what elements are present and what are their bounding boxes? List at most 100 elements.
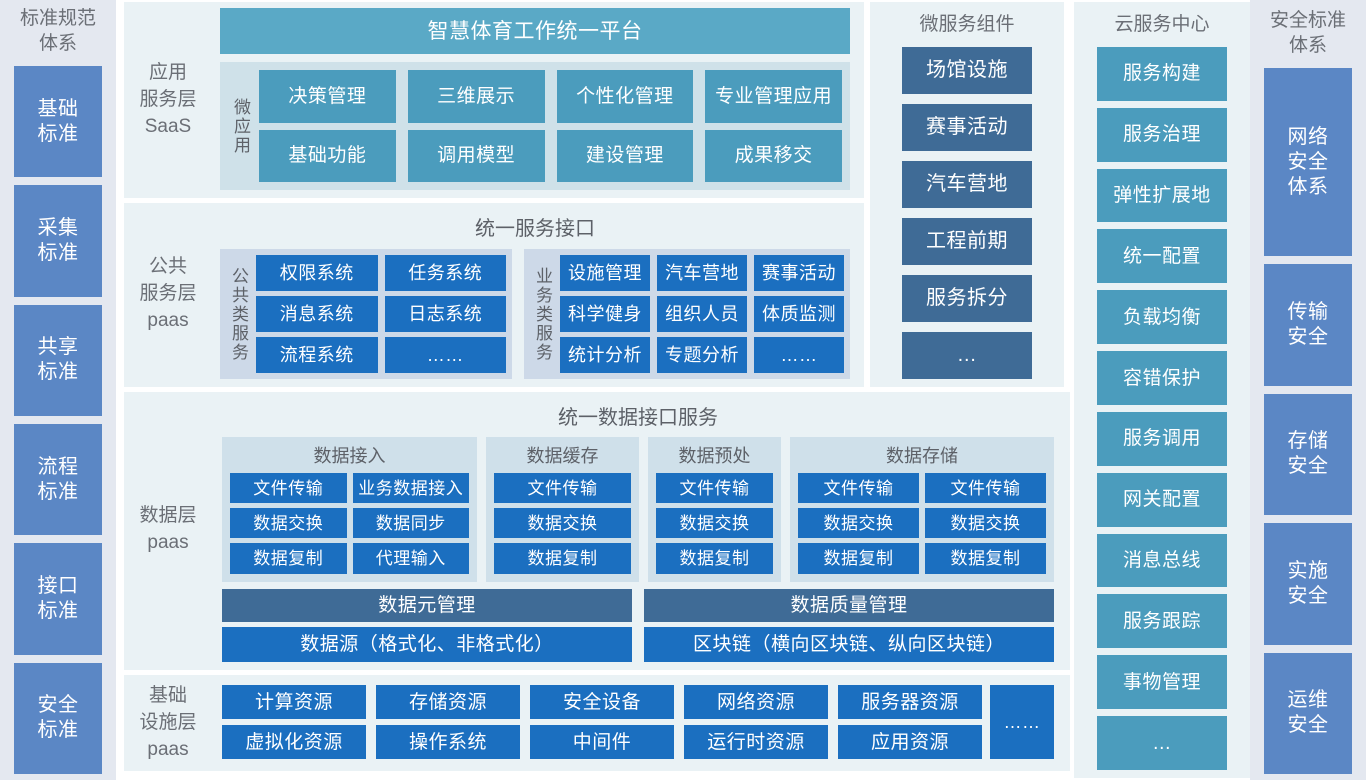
app-tile-personalized-management[interactable]: 个性化管理: [556, 70, 694, 123]
access-tile-data-sync[interactable]: 数据同步: [352, 508, 469, 539]
microservice-item-more[interactable]: …: [902, 332, 1032, 379]
storage-tile-file-transfer-1[interactable]: 文件传输: [798, 473, 919, 504]
app-tile-model-invocation[interactable]: 调用模型: [407, 129, 545, 182]
cloud-service-column: 云服务中心 服务构建 服务治理 弹性扩展地 统一配置 负载均衡 容错保护 服务调…: [1074, 2, 1250, 778]
cloud-item-service-tracing[interactable]: 服务跟踪: [1097, 594, 1227, 649]
cloud-item-unified-configuration[interactable]: 统一配置: [1097, 229, 1227, 284]
blockchain-box[interactable]: 区块链（横向区块链、纵向区块链）: [644, 626, 1054, 662]
security-item-implementation-security[interactable]: 实施 安全: [1264, 523, 1352, 645]
access-tile-data-replication[interactable]: 数据复制: [230, 543, 347, 574]
svc-tile-log-system[interactable]: 日志系统: [384, 296, 506, 332]
cloud-service-column-title: 云服务中心: [1114, 14, 1210, 35]
cloud-item-service-build[interactable]: 服务构建: [1097, 47, 1227, 101]
infra-tile-middleware[interactable]: 中间件: [530, 725, 674, 759]
microservice-item-event-activity[interactable]: 赛事活动: [902, 104, 1032, 151]
app-tile-construction-management[interactable]: 建设管理: [556, 129, 694, 182]
microservice-item-service-split[interactable]: 服务拆分: [902, 275, 1032, 322]
svc-tile-permission-system[interactable]: 权限系统: [256, 255, 378, 291]
microservice-item-project-preliminary[interactable]: 工程前期: [902, 218, 1032, 265]
access-tile-file-transfer[interactable]: 文件传输: [230, 473, 347, 504]
storage-tile-data-exchange-1[interactable]: 数据交换: [798, 508, 919, 539]
cloud-item-service-invocation[interactable]: 服务调用: [1097, 411, 1227, 466]
microservice-item-venue-facility[interactable]: 场馆设施: [902, 47, 1032, 94]
storage-tile-data-replication-2[interactable]: 数据复制: [925, 543, 1046, 574]
business-service-group-label: 业务类服务: [533, 266, 552, 362]
infra-tile-runtime-resource[interactable]: 运行时资源: [684, 725, 828, 759]
access-tile-data-exchange[interactable]: 数据交换: [230, 508, 347, 539]
svc-tile-facility-management[interactable]: 设施管理: [560, 255, 650, 291]
micro-application-group-label: 微应用: [231, 97, 250, 155]
standards-item-collection[interactable]: 采集 标准: [14, 185, 102, 297]
standards-column-title: 标准规范 体系: [19, 8, 96, 54]
standards-item-process[interactable]: 流程 标准: [14, 423, 102, 536]
cloud-item-message-bus[interactable]: 消息总线: [1097, 533, 1227, 588]
security-item-storage-security[interactable]: 存储 安全: [1264, 393, 1352, 516]
svc-tile-event-activity[interactable]: 赛事活动: [754, 255, 844, 291]
app-tile-result-handover[interactable]: 成果移交: [705, 129, 842, 182]
standards-column: 标准规范 体系 基础 标准 采集 标准 共享 标准 流程 标准 接口 标准 安全…: [0, 0, 116, 780]
cloud-item-fault-tolerance[interactable]: 容错保护: [1097, 351, 1227, 405]
infra-tile-compute-resource[interactable]: 计算资源: [222, 685, 366, 719]
business-service-group: 业务类服务 设施管理 汽车营地 赛事活动 科学健身 组织人员 体质监测 统计分析: [524, 249, 850, 379]
cloud-item-load-balancing[interactable]: 负载均衡: [1097, 290, 1227, 345]
security-item-transmission-security[interactable]: 传输 安全: [1264, 264, 1352, 386]
data-layer-label: 数据层 paas: [139, 505, 197, 553]
upper-region: 应用 服务层 SaaS 智慧体育工作统一平台 微应用 决策管理 三维展示 个性化…: [124, 2, 1070, 387]
app-tile-professional-management[interactable]: 专业管理应用: [705, 70, 842, 123]
app-tile-basic-function[interactable]: 基础功能: [259, 129, 396, 182]
standards-item-sharing[interactable]: 共享 标准: [14, 304, 102, 416]
storage-tile-data-exchange-2[interactable]: 数据交换: [925, 508, 1046, 539]
infra-tile-operating-system[interactable]: 操作系统: [376, 725, 520, 759]
cache-tile-data-exchange[interactable]: 数据交换: [494, 508, 631, 539]
svc-tile-thematic-analysis[interactable]: 专题分析: [657, 337, 747, 373]
svc-tile-process-system[interactable]: 流程系统: [256, 337, 378, 373]
data-group-access-title: 数据接入: [313, 446, 386, 466]
data-quality-management[interactable]: 数据质量管理: [644, 588, 1054, 622]
access-tile-business-data-access[interactable]: 业务数据接入: [352, 473, 469, 504]
svc-tile-rv-campsite[interactable]: 汽车营地: [657, 255, 747, 291]
infrastructure-layer-label: 基础 设施层 paas: [139, 684, 197, 760]
infra-tile-more[interactable]: ……: [990, 685, 1054, 759]
preprocess-tile-file-transfer[interactable]: 文件传输: [656, 473, 773, 504]
standards-item-basic[interactable]: 基础 标准: [14, 66, 102, 178]
security-item-network-security-system[interactable]: 网络 安全 体系: [1264, 68, 1352, 257]
upper-left-stack: 应用 服务层 SaaS 智慧体育工作统一平台 微应用 决策管理 三维展示 个性化…: [124, 2, 864, 387]
access-tile-proxy-input[interactable]: 代理输入: [352, 543, 469, 574]
svc-tile-more-business[interactable]: ……: [754, 337, 844, 373]
cloud-item-gateway-configuration[interactable]: 网关配置: [1097, 472, 1227, 527]
preprocess-tile-data-exchange[interactable]: 数据交换: [656, 508, 773, 539]
cache-tile-data-replication[interactable]: 数据复制: [494, 543, 631, 574]
cloud-item-transaction-management[interactable]: 事物管理: [1097, 655, 1227, 710]
infra-tile-storage-resource[interactable]: 存储资源: [376, 685, 520, 719]
unified-platform-banner[interactable]: 智慧体育工作统一平台: [220, 8, 850, 54]
infra-tile-security-device[interactable]: 安全设备: [530, 685, 674, 719]
storage-tile-file-transfer-2[interactable]: 文件传输: [925, 473, 1046, 504]
svc-tile-statistical-analysis[interactable]: 统计分析: [560, 337, 650, 373]
infra-tile-server-resource[interactable]: 服务器资源: [838, 685, 982, 719]
storage-tile-data-replication-1[interactable]: 数据复制: [798, 543, 919, 574]
cloud-item-more[interactable]: …: [1097, 716, 1227, 770]
security-item-operations-security[interactable]: 运维 安全: [1264, 652, 1352, 774]
infra-tile-application-resource[interactable]: 应用资源: [838, 725, 982, 759]
cloud-item-service-governance[interactable]: 服务治理: [1097, 107, 1227, 162]
app-tile-decision-management[interactable]: 决策管理: [259, 70, 396, 123]
infra-tile-virtualization-resource[interactable]: 虚拟化资源: [222, 725, 366, 759]
data-metadata-management[interactable]: 数据元管理: [222, 588, 632, 622]
data-source-box[interactable]: 数据源（格式化、非格式化）: [222, 626, 632, 662]
cloud-item-elastic-scaling[interactable]: 弹性扩展地: [1097, 168, 1227, 223]
app-tile-3d-display[interactable]: 三维展示: [407, 70, 545, 123]
standards-item-interface[interactable]: 接口 标准: [14, 543, 102, 655]
cache-tile-file-transfer[interactable]: 文件传输: [494, 473, 631, 504]
standards-item-security[interactable]: 安全 标准: [14, 662, 102, 774]
preprocess-tile-data-replication[interactable]: 数据复制: [656, 543, 773, 574]
svc-tile-scientific-fitness[interactable]: 科学健身: [560, 296, 650, 332]
svc-tile-message-system[interactable]: 消息系统: [256, 296, 378, 332]
data-group-storage: 数据存储 文件传输 文件传输 数据交换 数据交换 数据复制 数据复制: [790, 437, 1054, 582]
svc-tile-organization-personnel[interactable]: 组织人员: [657, 296, 747, 332]
microservice-item-rv-campsite[interactable]: 汽车营地: [902, 161, 1032, 208]
svc-tile-physique-monitoring[interactable]: 体质监测: [754, 296, 844, 332]
svc-tile-more[interactable]: ……: [384, 337, 506, 373]
svc-tile-task-system[interactable]: 任务系统: [384, 255, 506, 291]
infra-tile-network-resource[interactable]: 网络资源: [684, 685, 828, 719]
